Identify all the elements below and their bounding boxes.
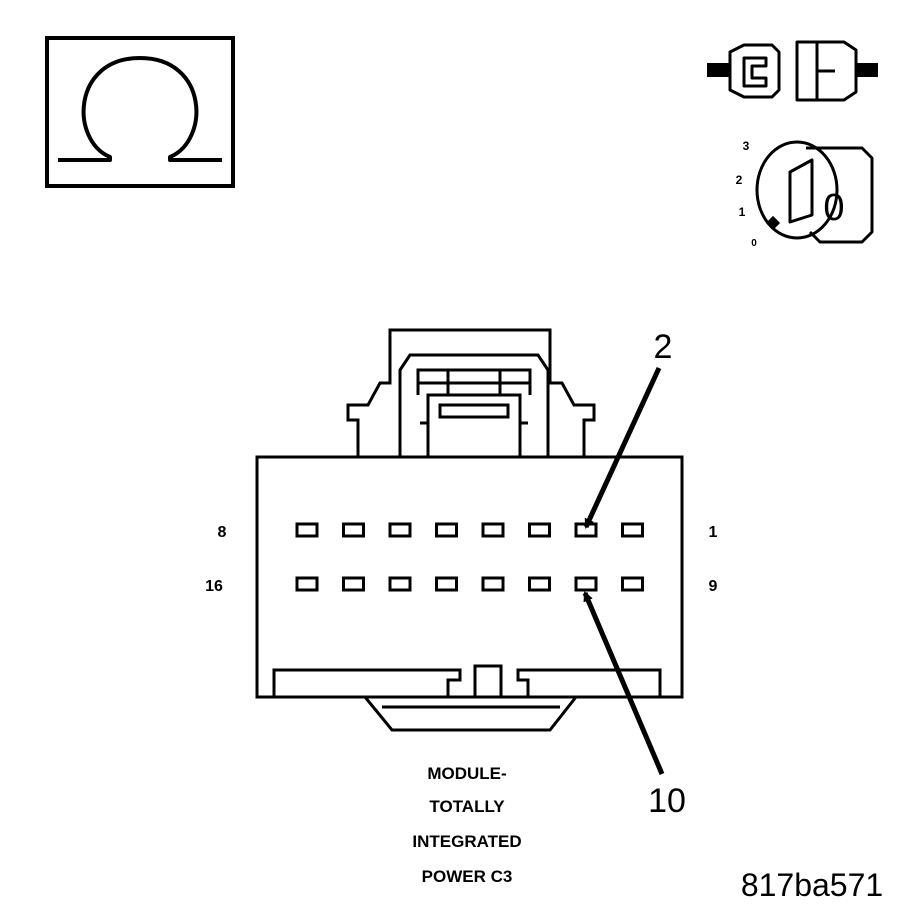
caption-line-2: TOTALLY (429, 797, 505, 816)
connector-housing (255, 328, 684, 732)
connector-caption: MODULE- TOTALLY INTEGRATED POWER C3 (412, 764, 521, 886)
callout-label-pin-2: 2 (654, 328, 673, 366)
figure-id: 817ba571 (741, 867, 883, 903)
pin-cavity-5 (435, 522, 458, 538)
pin-label-1: 1 (709, 524, 718, 541)
pin-cavity-15 (342, 576, 365, 592)
pin-cavity-11 (528, 576, 551, 592)
pin-cavity-6 (388, 522, 412, 538)
ignition-pointer-icon (765, 215, 781, 231)
pin-label-16: 16 (205, 578, 223, 595)
pin-cavity-10 (574, 576, 598, 592)
ignition-key-icon: 0 3 2 1 0 (736, 139, 874, 249)
caption-line-1: MODULE- (427, 764, 506, 783)
pin-row-top (295, 522, 644, 538)
pin-cavity-12 (481, 576, 505, 592)
connector-body (255, 455, 684, 699)
pin-cavity-13 (435, 576, 458, 592)
pin-cavity-14 (388, 576, 412, 592)
pin-row-bottom (295, 576, 644, 592)
disconnect-connector-icon (707, 40, 878, 102)
ignition-position-0: 0 (751, 238, 757, 249)
ignition-position-1: 1 (739, 205, 746, 219)
caption-line-4: POWER C3 (422, 867, 513, 886)
ignition-key-label: 0 (823, 187, 844, 229)
pin-label-9: 9 (709, 578, 718, 595)
connector-bottom-guide (363, 696, 578, 732)
connector-latch (346, 328, 596, 457)
pin-cavity-4 (481, 522, 505, 538)
ignition-position-3: 3 (743, 139, 750, 153)
callout-arrow-pin-2 (583, 366, 662, 529)
ohm-symbol-frame (45, 36, 235, 188)
caption-line-3: INTEGRATED (412, 832, 521, 851)
callout-label-pin-10: 10 (648, 782, 686, 820)
pin-cavity-7 (342, 522, 365, 538)
pin-cavity-8 (295, 522, 319, 538)
ignition-position-2: 2 (736, 173, 743, 187)
pin-cavity-1 (621, 522, 644, 538)
pin-cavity-9 (621, 576, 644, 592)
ohm-icon (58, 56, 222, 162)
pin-label-8: 8 (218, 524, 227, 541)
pin-cavity-3 (528, 522, 551, 538)
ohm-meter-symbol (45, 36, 235, 188)
callout-arrow-pin-10 (582, 591, 665, 775)
pin-cavity-16 (295, 576, 319, 592)
